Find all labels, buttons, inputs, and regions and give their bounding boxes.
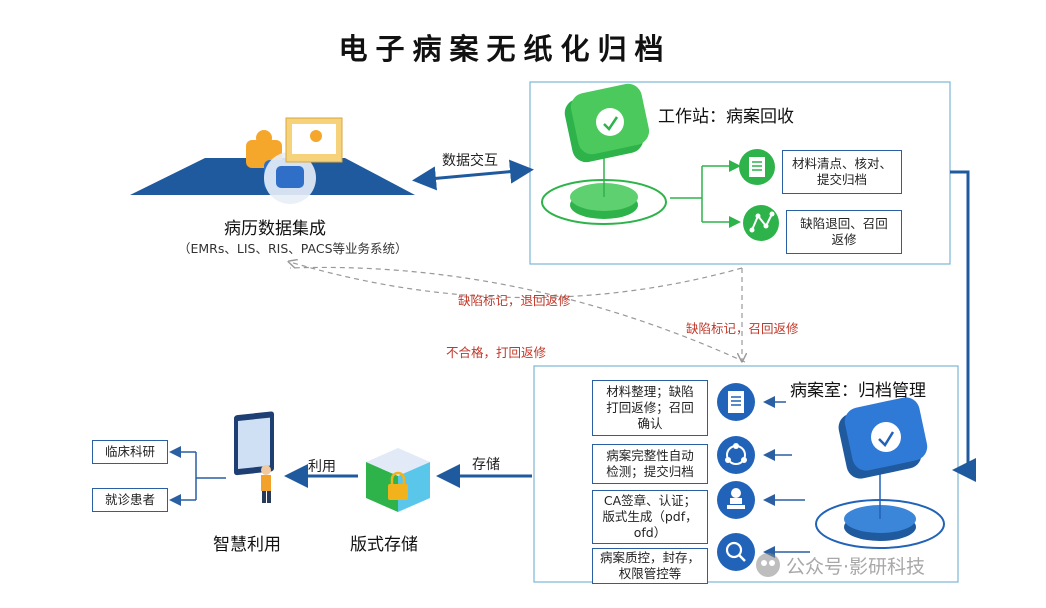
storage-label: 存储	[472, 457, 500, 473]
smart-use-tablet-icon	[234, 411, 274, 503]
archive-step-integrity: 病案完整性自动 检测；提交归档	[592, 444, 708, 484]
dashed-unqualified-arc	[289, 266, 746, 363]
watermark-text: 公众号·影研科技	[786, 556, 926, 578]
emr-title: 病历数据集成	[224, 219, 326, 239]
magnifier-icon	[717, 533, 755, 571]
archive-step-qc: 病案质控，封存， 权限管控等	[592, 548, 708, 584]
checklist-icon	[739, 149, 775, 185]
workstation-task-return: 缺陷退回、召回 返修	[786, 210, 902, 254]
watermark-logo	[756, 553, 780, 577]
dashed-return-arc	[290, 262, 743, 299]
document-icon	[717, 383, 755, 421]
workstation-to-archive-connector	[950, 170, 976, 482]
smart-use-label: 智慧利用	[213, 535, 281, 555]
target-patients: 就诊患者	[92, 488, 168, 512]
targets-bracket	[195, 452, 226, 500]
use-label: 利用	[308, 459, 336, 475]
target-clinical-research: 临床科研	[92, 440, 168, 464]
archive-step-ca-sign: CA签章、认证； 版式生成（pdf， ofd）	[592, 490, 708, 544]
emr-subtitle: （EMRs、LIS、RIS、PACS等业务系统）	[178, 241, 408, 256]
data-exchange-label: 数据交互	[442, 153, 498, 169]
stamp-icon	[717, 481, 755, 519]
archive-step-organize: 材料整理；缺陷 打回返修；召回 确认	[592, 380, 708, 436]
defect-return-label: 缺陷标记，退回返修	[458, 293, 571, 308]
network-icon	[743, 205, 779, 241]
workstation-title: 工作站：病案回收	[658, 107, 794, 127]
archive-title: 病案室：归档管理	[790, 381, 926, 401]
workstation-icon	[541, 83, 667, 225]
unqualified-label: 不合格，打回返修	[446, 345, 547, 360]
data-exchange-arrow	[412, 159, 534, 191]
archive-3d-icon	[815, 397, 945, 549]
storage-cube-icon	[366, 448, 430, 512]
page-title: 电子病案无纸化归档	[338, 32, 672, 66]
defect-recall-label: 缺陷标记，召回返修	[686, 321, 799, 336]
format-storage-label: 版式存储	[350, 535, 418, 555]
workstation-branch-lines	[670, 165, 738, 223]
workstation-task-check: 材料清点、核对、 提交归档	[782, 150, 902, 194]
puzzle-folder-icon	[246, 117, 343, 204]
cycle-icon	[717, 436, 755, 474]
